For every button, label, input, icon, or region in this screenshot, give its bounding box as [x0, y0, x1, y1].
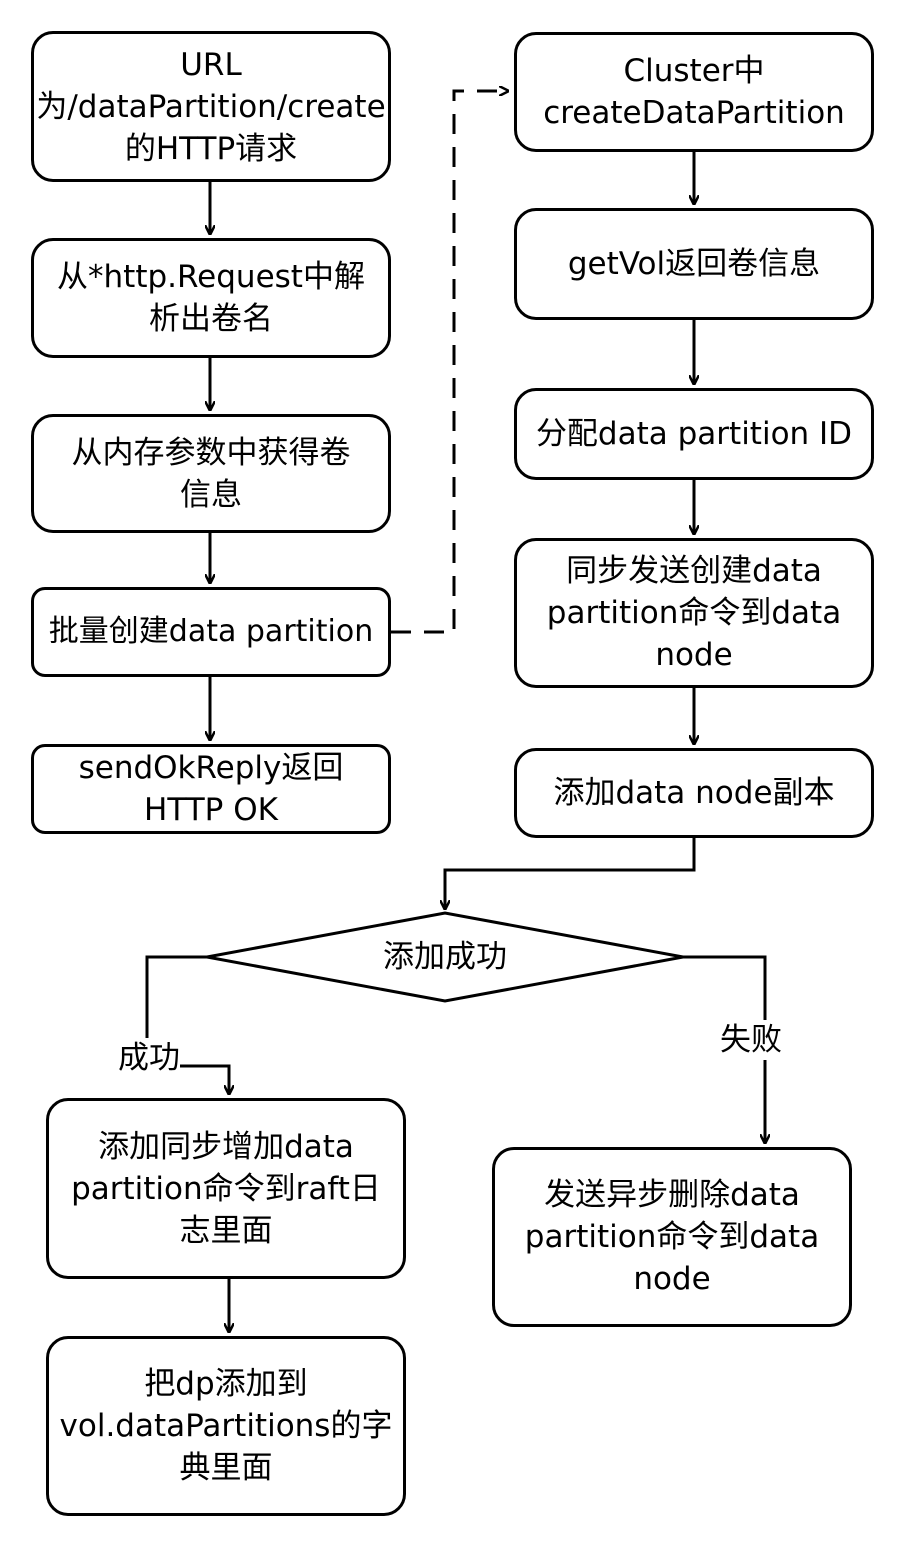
node-sync-send-text: 同步发送创建data partition命令到data node	[546, 553, 842, 673]
branch-label-failure: 失败	[720, 1020, 782, 1060]
node-url-request: URL 为/dataPartition/create 的HTTP请求	[31, 31, 391, 182]
node-async-delete: 发送异步删除data partition命令到data node	[492, 1147, 852, 1327]
node-async-delete-text: 发送异步删除data partition命令到data node	[524, 1177, 820, 1297]
decision-label: 添加成功	[383, 939, 507, 975]
node-url-request-text: URL 为/dataPartition/create 的HTTP请求	[36, 46, 386, 167]
node-get-vol-text: getVol返回卷信息	[567, 246, 821, 282]
node-alloc-id: 分配data partition ID	[514, 388, 874, 480]
node-parse-volume: 从*http.Request中解 析出卷名	[31, 238, 391, 358]
node-raft-log: 添加同步增加data partition命令到raft日 志里面	[46, 1098, 406, 1279]
node-cluster-create-text: Cluster中 createDataPartition	[543, 53, 845, 131]
node-batch-create-text: 批量创建data partition	[48, 614, 374, 649]
node-cluster-create: Cluster中 createDataPartition	[514, 32, 874, 152]
arrow-replica-to-decision	[445, 838, 696, 909]
node-add-replica-text: 添加data node副本	[553, 775, 835, 811]
node-get-vol: getVol返回卷信息	[514, 208, 874, 320]
node-alloc-id-text: 分配data partition ID	[535, 416, 853, 452]
node-parse-volume-text: 从*http.Request中解 析出卷名	[57, 259, 365, 337]
node-sync-send: 同步发送创建data partition命令到data node	[514, 538, 874, 688]
node-send-ok: sendOkReply返回 HTTP OK	[31, 744, 391, 834]
branch-label-success: 成功	[118, 1038, 180, 1078]
node-send-ok-text: sendOkReply返回 HTTP OK	[78, 750, 344, 828]
dashed-connector-batch-to-cluster	[391, 91, 508, 634]
node-add-dict: 把dp添加到 vol.dataPartitions的字 典里面	[46, 1336, 406, 1516]
node-add-replica: 添加data node副本	[514, 748, 874, 838]
node-get-volume-info: 从内存参数中获得卷 信息	[31, 414, 391, 533]
node-get-volume-info-text: 从内存参数中获得卷 信息	[71, 434, 351, 513]
arrow-decision-failure	[683, 955, 765, 1143]
node-add-dict-text: 把dp添加到 vol.dataPartitions的字 典里面	[59, 1366, 393, 1486]
node-batch-create: 批量创建data partition	[31, 587, 391, 677]
node-raft-log-text: 添加同步增加data partition命令到raft日 志里面	[71, 1128, 381, 1249]
